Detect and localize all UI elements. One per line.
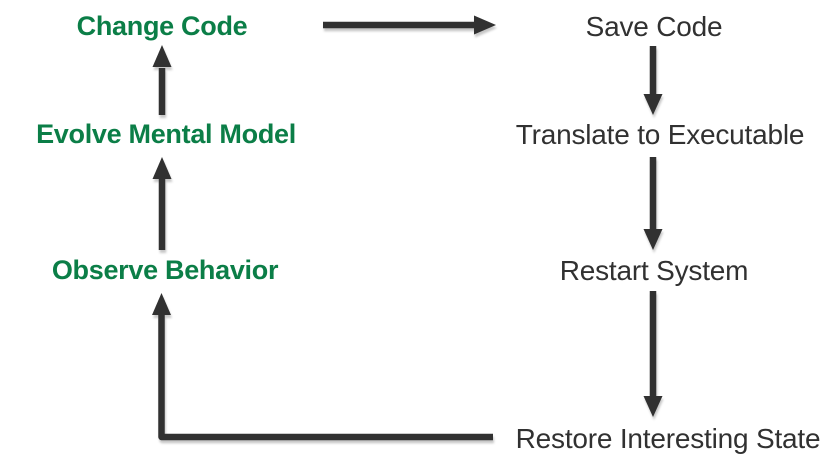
arrow-observe-to-evolve (152, 157, 172, 250)
node-change-code: Change Code (76, 11, 248, 41)
arrow-change-to-save (323, 15, 496, 35)
node-save-code: Save Code (585, 11, 723, 42)
arrow-translate-to-restart (643, 157, 663, 250)
arrow-save-to-translate (643, 46, 663, 115)
node-observe-behavior: Observe Behavior (51, 255, 279, 285)
arrow-restore-to-observe (152, 293, 493, 441)
arrow-restart-to-restore (643, 291, 663, 417)
node-restart-system: Restart System (559, 255, 749, 286)
arrow-evolve-to-change (152, 45, 172, 115)
node-evolve-mental-model: Evolve Mental Model (36, 119, 296, 149)
node-restore-interesting-state: Restore Interesting State (515, 423, 821, 454)
node-translate-to-executable: Translate to Executable (515, 119, 805, 150)
